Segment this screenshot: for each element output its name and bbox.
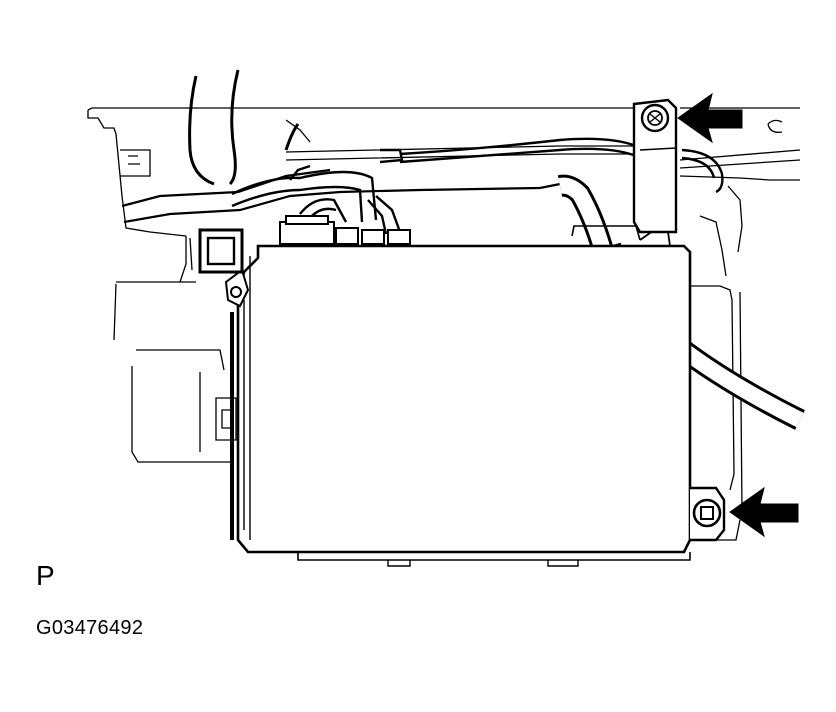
mounting-ledge bbox=[121, 168, 580, 224]
ecu-connectors bbox=[274, 215, 412, 247]
wire-harness bbox=[231, 137, 724, 235]
figure-code: G03476492 bbox=[36, 617, 144, 639]
duct-hose bbox=[188, 69, 300, 186]
view-letter: P bbox=[36, 560, 55, 591]
vehicle-body-outline bbox=[87, 107, 801, 541]
ecu-housing bbox=[236, 224, 692, 567]
square-nut bbox=[198, 228, 244, 274]
upper-bracket bbox=[632, 98, 678, 234]
arrow-left-icon bbox=[677, 92, 743, 144]
lower-bolt bbox=[690, 486, 726, 542]
arrow-left-icon bbox=[729, 486, 799, 538]
